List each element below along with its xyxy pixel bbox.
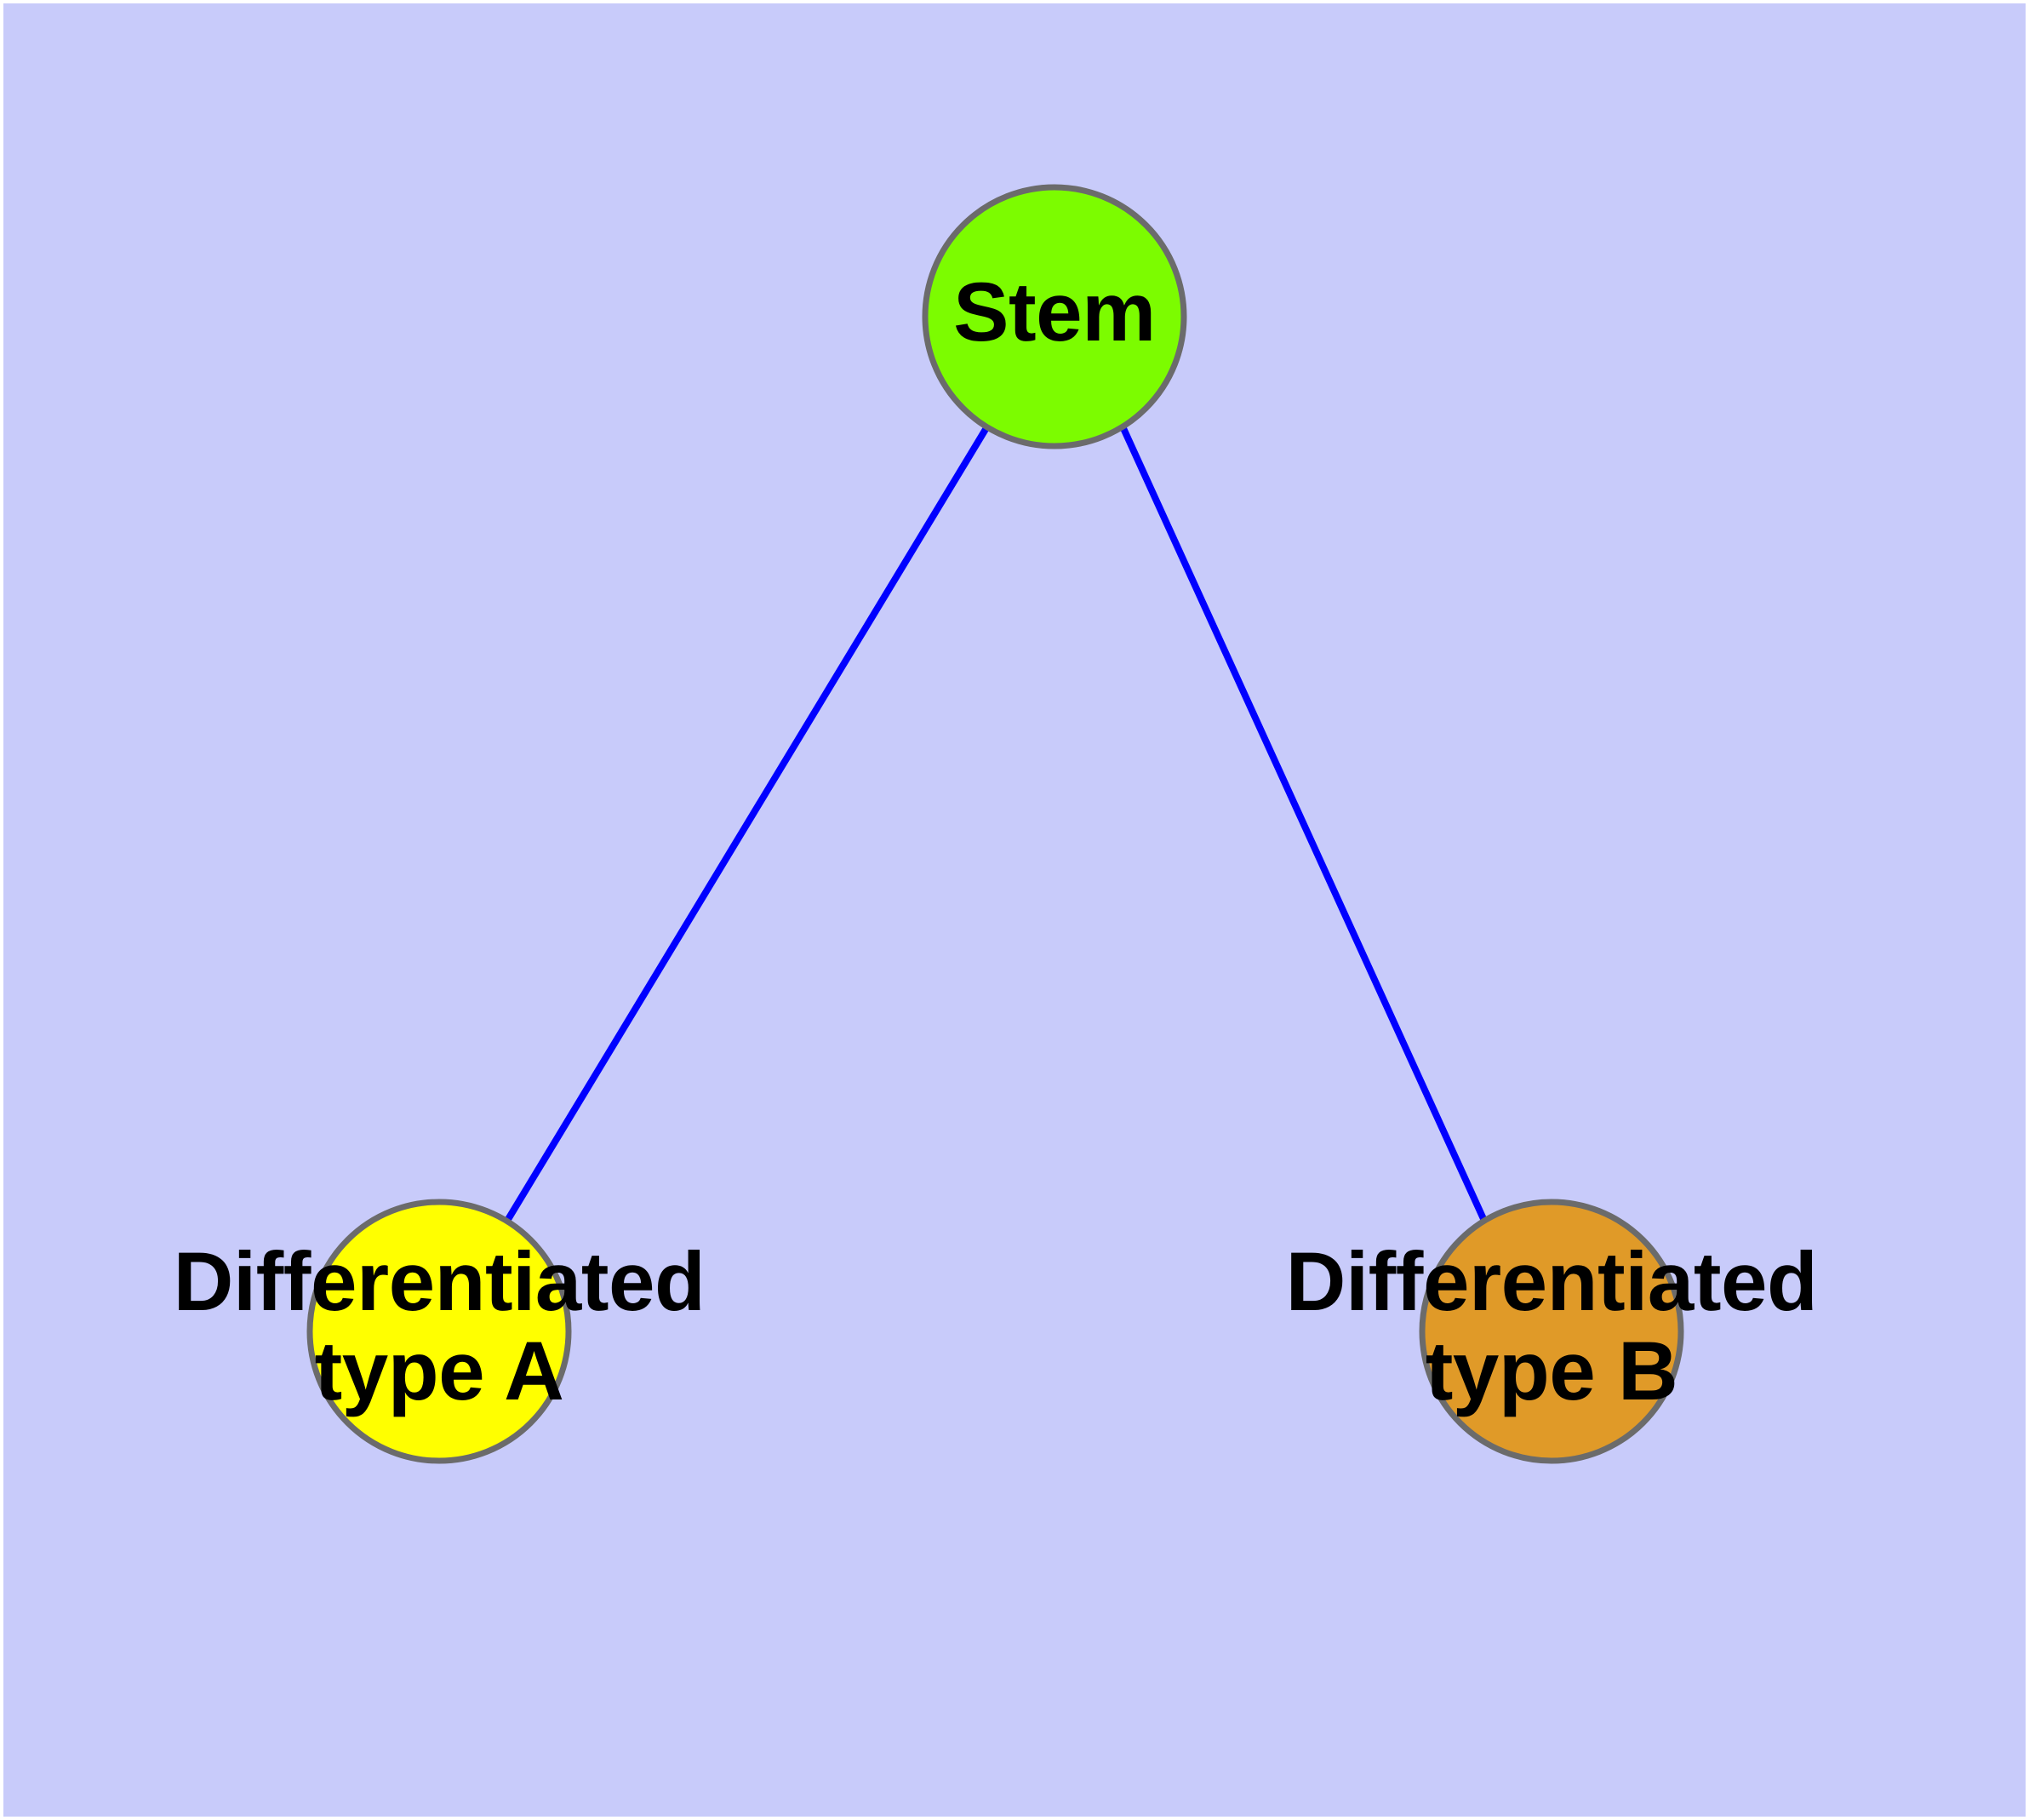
graph-node-stem[interactable] xyxy=(922,184,1187,449)
edges-layer xyxy=(504,424,1488,1223)
graph-edge-stem-to-diff-b[interactable] xyxy=(1119,425,1488,1222)
graph-edge-stem-to-diff-a[interactable] xyxy=(504,424,991,1223)
nodes-layer xyxy=(306,184,1684,1464)
graph-node-diff-a[interactable] xyxy=(306,1199,572,1464)
graph-node-diff-b[interactable] xyxy=(1419,1199,1684,1464)
